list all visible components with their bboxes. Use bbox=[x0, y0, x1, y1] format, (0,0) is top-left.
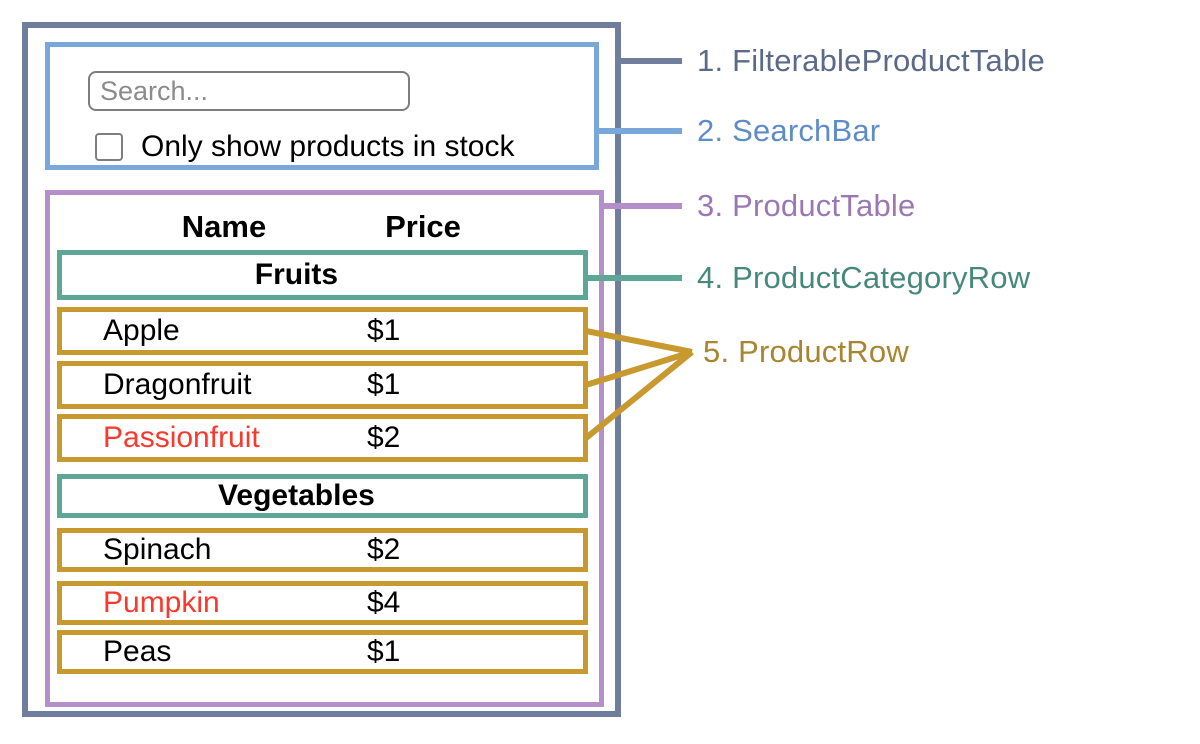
product-price: $2 bbox=[367, 421, 401, 454]
legend-item-product-table: 3. ProductTable bbox=[697, 188, 916, 223]
category-label: Fruits bbox=[254, 258, 339, 291]
product-row: Pumpkin $4 bbox=[57, 581, 588, 625]
product-row: Passionfruit $2 bbox=[57, 414, 588, 462]
product-name: Apple bbox=[103, 314, 180, 347]
in-stock-filter-row: Only show products in stock bbox=[95, 130, 515, 164]
search-bar-box: Only show products in stock bbox=[45, 42, 599, 170]
product-table-box: Name Price Fruits Apple $1 Dragonfruit $… bbox=[45, 190, 604, 707]
legend-item-product-category-row: 4. ProductCategoryRow bbox=[697, 260, 1031, 295]
search-input[interactable] bbox=[88, 71, 410, 111]
category-row-fruits: Fruits bbox=[57, 250, 588, 300]
product-price: $1 bbox=[367, 635, 401, 668]
product-price: $2 bbox=[367, 533, 401, 566]
legend-item-filterable-product-table: 1. FilterableProductTable bbox=[697, 43, 1045, 78]
product-price: $1 bbox=[367, 314, 401, 347]
product-row: Spinach $2 bbox=[57, 528, 588, 572]
product-name: Spinach bbox=[103, 533, 212, 566]
in-stock-checkbox-label: Only show products in stock bbox=[141, 130, 515, 163]
product-name: Passionfruit bbox=[103, 421, 260, 454]
column-header-name: Name bbox=[181, 209, 267, 244]
category-row-vegetables: Vegetables bbox=[57, 474, 588, 518]
product-row: Peas $1 bbox=[57, 630, 588, 674]
product-row: Apple $1 bbox=[57, 307, 588, 355]
in-stock-checkbox[interactable] bbox=[95, 133, 123, 161]
legend-item-search-bar: 2. SearchBar bbox=[697, 113, 881, 148]
product-row: Dragonfruit $1 bbox=[57, 361, 588, 409]
product-name: Pumpkin bbox=[103, 586, 220, 619]
category-label: Vegetables bbox=[218, 479, 375, 512]
filterable-product-table-box: Only show products in stock Name Price F… bbox=[22, 22, 621, 717]
product-price: $4 bbox=[367, 586, 401, 619]
legend-item-product-row: 5. ProductRow bbox=[703, 334, 909, 369]
column-header-price: Price bbox=[385, 209, 461, 244]
product-price: $1 bbox=[367, 368, 401, 401]
product-name: Peas bbox=[103, 635, 172, 668]
product-name: Dragonfruit bbox=[103, 368, 252, 401]
